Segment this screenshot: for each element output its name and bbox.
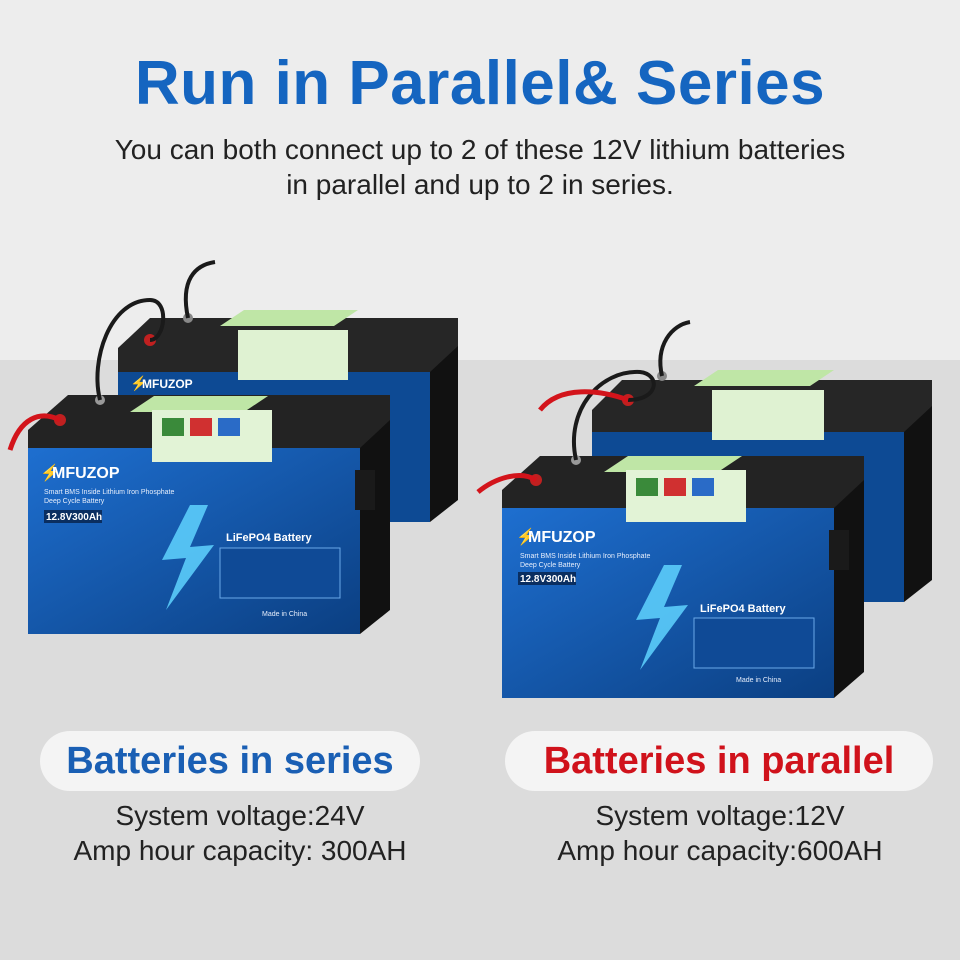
parallel-heading: Batteries in parallel <box>543 739 895 782</box>
series-heading-pill: Batteries in series <box>40 731 420 791</box>
series-voltage: System voltage:24V <box>115 800 365 831</box>
series-front-desc-2: Deep Cycle Battery <box>44 498 105 505</box>
parallel-black-cable-2 <box>658 320 691 377</box>
parallel-front-desc-2: Deep Cycle Battery <box>520 562 581 569</box>
battery-illustration: ⚡ MFUZOP ⚡ MFUZOP Smart BMS Inside Lithi… <box>7 260 932 698</box>
parallel-front-desc-1: Smart BMS Inside Lithium Iron Phosphate <box>520 553 650 560</box>
series-red-cable <box>7 413 62 451</box>
parallel-front-battery: ⚡ MFUZOP Smart BMS Inside Lithium Iron P… <box>502 455 864 698</box>
parallel-front-rating: 12.8V300Ah <box>520 574 576 585</box>
series-front-desc-1: Smart BMS Inside Lithium Iron Phosphate <box>44 489 174 496</box>
series-front-rating: 12.8V300Ah <box>46 512 102 523</box>
subtitle-line-1: You can both connect up to 2 of these 12… <box>114 134 846 165</box>
svg-text:⚡: ⚡ <box>130 375 147 392</box>
subtitle-line-2: in parallel and up to 2 in series. <box>286 169 674 200</box>
parallel-black-cable-1 <box>572 369 656 461</box>
parallel-red-cable-1 <box>538 389 629 412</box>
series-front-battery: ⚡ MFUZOP Smart BMS Inside Lithium Iron P… <box>28 395 390 634</box>
series-specs: System voltage:24V Amp hour capacity: 30… <box>30 798 450 868</box>
parallel-heading-pill: Batteries in parallel <box>505 731 933 791</box>
page-subtitle: You can both connect up to 2 of these 12… <box>80 132 880 202</box>
parallel-front-brand: MFUZOP <box>528 529 596 546</box>
parallel-voltage: System voltage:12V <box>595 800 845 831</box>
page-title: Run in Parallel& Series <box>134 49 826 118</box>
series-capacity: Amp hour capacity: 300AH <box>73 835 407 866</box>
series-front-chem: LiFePO4 Battery <box>226 532 312 544</box>
series-front-brand: MFUZOP <box>52 465 120 482</box>
parallel-capacity: Amp hour capacity:600AH <box>557 835 883 866</box>
svg-text:⚡: ⚡ <box>516 527 536 546</box>
parallel-front-chem: LiFePO4 Battery <box>700 603 786 615</box>
series-black-cable-2 <box>183 260 216 319</box>
series-heading: Batteries in series <box>66 739 394 782</box>
parallel-specs: System voltage:12V Amp hour capacity:600… <box>495 798 945 868</box>
parallel-front-made-in: Made in China <box>736 677 781 684</box>
parallel-red-cable-2 <box>476 473 538 494</box>
series-front-made-in: Made in China <box>262 611 307 618</box>
svg-text:⚡: ⚡ <box>40 463 60 482</box>
series-black-cable-1 <box>95 297 166 401</box>
background-top <box>0 0 960 360</box>
series-back-brand: MFUZOP <box>142 377 193 391</box>
